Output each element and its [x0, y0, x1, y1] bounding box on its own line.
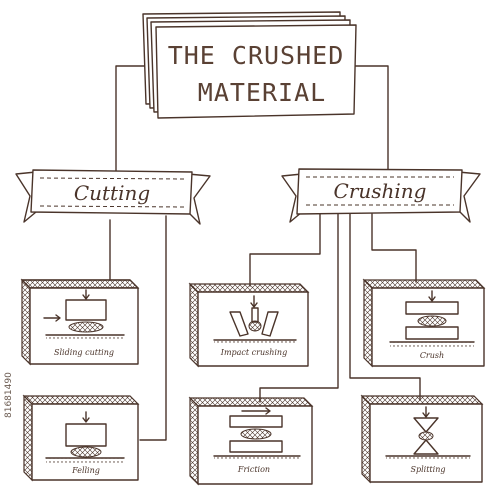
- caption-impact-crushing: Impact crushing: [220, 348, 287, 357]
- title-line-2: MATERIAL: [198, 78, 326, 107]
- caption-crush: Crush: [420, 351, 444, 360]
- connector-title-left: [115, 65, 148, 177]
- connector-crushing-impact: [249, 213, 321, 287]
- watermark-id: 81681490: [4, 372, 14, 418]
- box-sliding-cutting: Sliding cutting: [20, 278, 140, 366]
- cutting-label: Cutting: [74, 181, 150, 205]
- crushing-banner: Crushing: [281, 168, 481, 223]
- box-splitting: Splitting: [360, 394, 484, 484]
- connector-lines: [109, 65, 421, 441]
- caption-felling: Felling: [71, 466, 100, 475]
- connector-crushing-friction: [259, 213, 339, 403]
- caption-splitting: Splitting: [411, 465, 446, 474]
- connector-cutting-felling: [139, 215, 167, 441]
- cutting-banner: Cutting: [15, 169, 211, 225]
- box-friction: Friction: [188, 396, 314, 486]
- connector-crushing-crush: [371, 213, 417, 283]
- connector-title-right: [354, 65, 389, 174]
- box-felling: Felling: [22, 394, 140, 482]
- caption-friction: Friction: [237, 465, 270, 474]
- box-impact-crushing: Impact crushing: [188, 282, 310, 368]
- connector-crushing-splitting: [349, 213, 421, 401]
- title-line-1: THE CRUSHED: [168, 41, 345, 70]
- box-crush: Crush: [362, 278, 486, 368]
- title-box: THE CRUSHED MATERIAL: [142, 11, 357, 119]
- caption-sliding-cutting: Sliding cutting: [54, 348, 114, 357]
- crushing-label: Crushing: [334, 179, 427, 203]
